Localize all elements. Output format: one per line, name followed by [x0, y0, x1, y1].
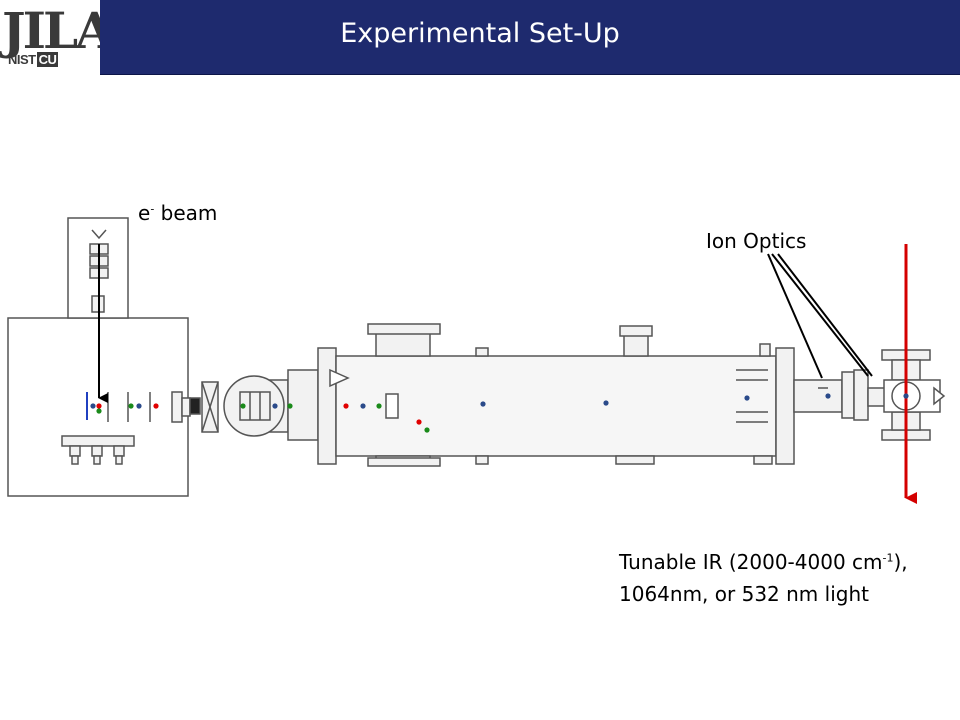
bottom-port-4 — [753, 455, 773, 465]
top-port-2 — [475, 347, 489, 357]
valve-post-3 — [113, 445, 125, 457]
ion-dot-blue — [272, 403, 278, 409]
skimmer-2 — [181, 397, 191, 417]
egun-filament — [91, 229, 107, 240]
valve-foot-1 — [71, 455, 79, 465]
ion-dot-red — [153, 403, 159, 409]
top-port-3 — [623, 333, 649, 357]
ion-dot-blue — [360, 403, 366, 409]
valve-foot-2 — [93, 455, 101, 465]
ion-dot-blue — [744, 395, 750, 401]
triangle-deflector — [329, 368, 350, 388]
ion-dots — [90, 393, 909, 433]
ion-dot-blue — [603, 400, 609, 406]
ion-optics-flange-1 — [841, 371, 855, 419]
page-title: Experimental Set-Up — [340, 18, 620, 49]
ion-dot-green — [424, 427, 430, 433]
main-chamber — [335, 355, 777, 457]
ion-dot-green — [240, 403, 246, 409]
ion-dot-blue — [825, 393, 831, 399]
ion-dot-green — [287, 403, 293, 409]
bottom-port-3 — [615, 455, 655, 465]
ion-dot-red — [96, 403, 102, 409]
logo-nist: NIST — [8, 52, 36, 67]
ion-dot-red — [416, 419, 422, 425]
ebeam-label-rest: beam — [154, 201, 218, 225]
ion-dot-blue — [903, 393, 909, 399]
title-bar: Experimental Set-Up — [100, 0, 960, 75]
top-port-1-flange — [367, 323, 441, 335]
ebeam-label: e- beam — [138, 201, 217, 225]
ion-optics-pointer-2 — [771, 253, 869, 377]
ion-dot-green — [376, 403, 382, 409]
valve-bar — [61, 435, 135, 447]
logo-main-text: JILA — [2, 1, 114, 60]
top-port-3-flange — [619, 325, 653, 337]
chamber-plate — [385, 393, 399, 419]
ion-optics-pointer-3 — [777, 253, 873, 377]
ion-dot-green — [96, 408, 102, 414]
detector-triangle — [933, 386, 946, 406]
ion-optics-label: Ion Optics — [706, 229, 807, 253]
ion-dot-blue — [480, 401, 486, 407]
light-label-line-1-sup: -1 — [882, 551, 894, 565]
ion-optics-pointer-1 — [767, 253, 823, 379]
valve-foot-3 — [115, 455, 123, 465]
top-port-4 — [759, 343, 771, 357]
gate-valve-x2 — [201, 381, 219, 433]
ion-dot-green — [128, 403, 134, 409]
main-chamber-flange-left — [317, 347, 337, 465]
skimmer-1 — [171, 391, 183, 423]
logo-cu: CU — [36, 52, 59, 67]
valve-post-1 — [69, 445, 81, 457]
ion-dot-blue — [90, 403, 96, 409]
ion-dot-red — [343, 403, 349, 409]
main-chamber-flange-right — [775, 347, 795, 465]
ion-dot-blue — [136, 403, 142, 409]
flange-tube — [287, 369, 319, 441]
light-label-line-1-a: Tunable IR (2000-4000 cm — [619, 550, 883, 574]
valve-post-2 — [91, 445, 103, 457]
ion-optics-flange-2 — [853, 369, 869, 421]
ion-optics-tube — [793, 379, 843, 413]
skimmer-3 — [189, 397, 201, 415]
ebeam-label-sup: - — [150, 202, 155, 216]
bottom-port-1-flange — [367, 457, 441, 467]
light-label-line-1: Tunable IR (2000-4000 cm-1), — [619, 546, 908, 578]
light-label-line-2: 1064nm, or 532 nm light — [619, 582, 869, 606]
ebeam-label-main: e — [138, 201, 151, 225]
light-label: Tunable IR (2000-4000 cm-1), 1064nm, or … — [619, 546, 908, 610]
light-label-line-1-b: ), — [893, 550, 908, 574]
top-port-1 — [375, 331, 431, 357]
bottom-port-2 — [475, 455, 489, 465]
